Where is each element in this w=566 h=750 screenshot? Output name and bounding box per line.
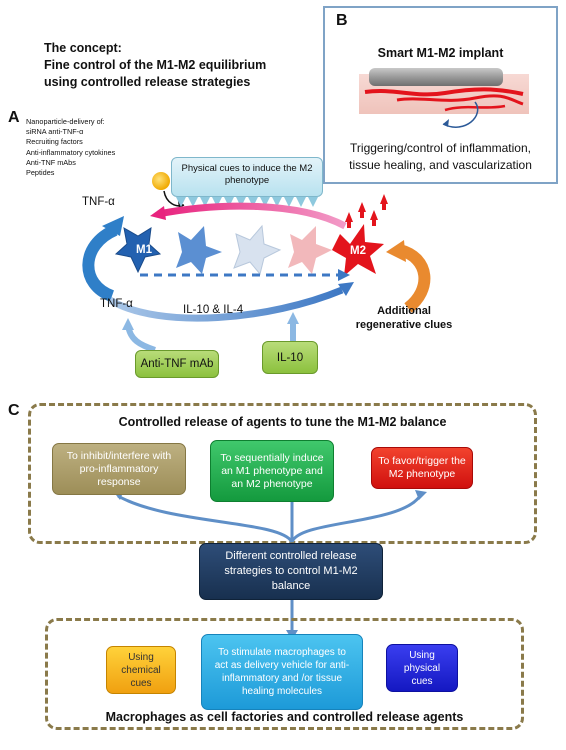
m2-secretion-arrows	[345, 194, 388, 228]
concept-line3: using controlled release strategies	[44, 75, 251, 89]
sequential-box: To sequentially induce an M1 phenotype a…	[210, 440, 334, 502]
m2-star	[332, 224, 384, 276]
panel-b-caption-line2: tissue healing, and vascularization	[349, 158, 532, 172]
panel-a-letter: A	[8, 109, 20, 126]
il10-il4-arrow	[108, 286, 344, 322]
intermediate-star-1	[176, 226, 222, 274]
inhibit-box: To inhibit/interfere with pro-inflammato…	[52, 443, 186, 495]
connector-right	[290, 495, 422, 543]
concept-text: The concept: Fine control of the M1-M2 e…	[44, 40, 266, 91]
cell-factories-title: Macrophages as cell factories and contro…	[105, 710, 464, 724]
m1-m2-diagram	[82, 172, 431, 353]
concept-line2: Fine control of the M1-M2 equilibrium	[44, 58, 267, 72]
implant-illustration	[359, 68, 529, 128]
nanoparticle-item: siRNA anti-TNF-α	[26, 127, 84, 137]
m1-autocrine-arrow	[82, 224, 118, 302]
strategies-center-box: Different controlled release strategies …	[199, 543, 383, 600]
tnf-alpha-bottom-label: TNF-α	[100, 298, 133, 310]
il10-il4-label: IL-10 & IL-4	[183, 304, 244, 316]
m1-star	[114, 227, 162, 274]
trigger-arrowhead	[443, 119, 449, 127]
physical-cues-c-box: Using physical cues	[386, 644, 458, 692]
panel-b-caption-line1: Triggering/control of inflammation,	[350, 141, 531, 155]
nanoparticle-item: Anti-TNF mAbs	[26, 157, 76, 167]
favor-m2-box: To favor/trigger the M2 phenotype	[371, 447, 473, 489]
tnf-alpha-top-label: TNF-α	[82, 196, 115, 208]
cell-factories-frame	[45, 618, 524, 730]
panel-b: B Smart M1-M2 implant Triggering/control…	[323, 6, 558, 184]
nanoparticle-title: Nanoparticle-delivery of:	[26, 117, 105, 126]
anti-tnf-mab-box: Anti-TNF mAb	[135, 350, 219, 378]
physical-cue-spikes	[176, 197, 318, 207]
il10-box: IL-10	[262, 341, 318, 374]
intermediate-star-3	[288, 226, 332, 274]
intermediate-star-2	[233, 224, 282, 276]
nanoparticle-item: Recruiting factors	[26, 137, 83, 147]
physical-cues-box: Physical cues to induce the M2 phenotype	[171, 157, 323, 197]
concept-line1: The concept:	[44, 41, 122, 55]
panel-b-caption: Triggering/control of inflammation, tiss…	[325, 140, 556, 174]
m2-label: M2	[350, 245, 366, 257]
stimulate-macrophages-box: To stimulate macrophages to act as deliv…	[201, 634, 363, 710]
nanoparticle-icon	[152, 172, 170, 190]
blood-vessel	[364, 87, 524, 97]
panel-c-letter: C	[8, 402, 20, 419]
nanoparticle-item: Peptides	[26, 168, 55, 178]
chemical-cues-box: Using chemical cues	[106, 646, 176, 694]
blood-vessel	[396, 94, 524, 106]
implant-rod	[369, 68, 503, 86]
controlled-release-title: Controlled release of agents to tune the…	[118, 415, 447, 429]
controlled-release-frame	[28, 403, 537, 544]
trigger-arrow	[442, 101, 479, 128]
additional-clues-label: Additional regenerative clues	[355, 305, 453, 331]
blood-vessel	[444, 104, 506, 112]
panel-b-letter: B	[336, 12, 348, 29]
connector-left	[117, 494, 294, 543]
regenerative-clues-arrow	[397, 244, 431, 313]
panel-b-title: Smart M1-M2 implant	[377, 46, 504, 60]
m1-label: M1	[136, 244, 152, 256]
nanoparticle-list: Nanoparticle-delivery of: siRNA anti-TNF…	[26, 117, 115, 178]
nanoparticle-item: Anti-inflammatory cytokines	[26, 147, 116, 157]
m2-to-m1-arrow	[157, 202, 347, 230]
